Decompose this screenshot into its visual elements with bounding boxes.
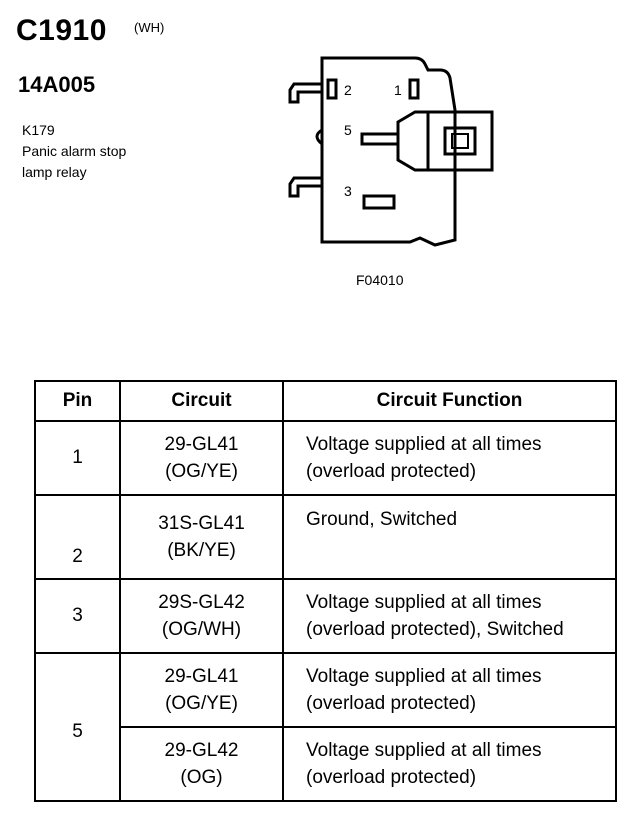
connector-key: [396, 110, 494, 172]
function-line: (overload protected): [306, 767, 477, 788]
circuit-code: 29S-GL42: [158, 592, 245, 613]
table-row: 5 29-GL41 (OG/YE) Voltage supplied at al…: [34, 652, 617, 802]
circuit-code: 31S-GL41: [158, 513, 245, 534]
circuit-code: 29-GL41: [164, 666, 239, 687]
wire-color: (OG/YE): [165, 693, 238, 714]
pin-5-label: 5: [344, 122, 352, 138]
function-cell: Voltage supplied at all times (overload …: [282, 652, 617, 728]
circuit-code: 29-GL41: [164, 434, 239, 455]
pin-2-terminal: [326, 78, 338, 100]
connector-face-diagram: 2 1 5 3: [288, 56, 494, 247]
function-line: (overload protected), Switched: [306, 619, 564, 640]
pin-cell: 3: [34, 578, 121, 654]
pin-cell: 5: [34, 652, 121, 802]
table-row: 1 29-GL41 (OG/YE) Voltage supplied at al…: [34, 420, 617, 496]
latch-tab-top: [288, 82, 322, 104]
connector-housing-outline: [320, 56, 457, 247]
pin-1-label: 1: [394, 82, 402, 98]
function-cell: Voltage supplied at all times (overload …: [282, 420, 617, 496]
connector-color-code: (WH): [134, 20, 165, 35]
pin-table: Pin Circuit Circuit Function 1 29-GL41 (…: [34, 380, 617, 802]
circuit-cell: 29S-GL42 (OG/WH): [119, 578, 284, 654]
table-header-row: Pin Circuit Circuit Function: [34, 380, 617, 422]
wire-color: (OG/YE): [165, 461, 238, 482]
key-window: [443, 126, 477, 156]
function-line: Voltage supplied at all times: [306, 666, 542, 687]
function-line: Voltage supplied at all times: [306, 740, 542, 761]
pin-2-label: 2: [344, 82, 352, 98]
function-cell: Ground, Switched: [282, 494, 617, 580]
component-name-line-1: Panic alarm stop: [22, 143, 127, 159]
pin-5-terminal: [360, 132, 400, 146]
component-name-line-2: lamp relay: [22, 164, 87, 180]
function-cell: Voltage supplied at all times (overload …: [282, 726, 617, 802]
housing-notch: [315, 128, 323, 146]
circuit-cell: 29-GL41 (OG/YE): [119, 652, 284, 728]
circuit-cell: 31S-GL41 (BK/YE): [119, 494, 284, 580]
function-line: (overload protected): [306, 693, 477, 714]
header-circuit: Circuit: [119, 380, 284, 422]
header-circuit-function: Circuit Function: [282, 380, 617, 422]
pin-1-terminal: [408, 78, 420, 100]
figure-id: F04010: [356, 272, 404, 288]
circuit-cell: 29-GL42 (OG): [119, 726, 284, 802]
pin-3-terminal: [362, 194, 396, 210]
header-pin: Pin: [34, 380, 121, 422]
component-id: K179: [22, 122, 55, 138]
pin-3-label: 3: [344, 183, 352, 199]
table-row: 3 29S-GL42 (OG/WH) Voltage supplied at a…: [34, 578, 617, 654]
wire-color: (OG): [180, 767, 223, 788]
function-line: (overload protected): [306, 461, 477, 482]
latch-tab-bottom: [288, 176, 322, 198]
function-line: Voltage supplied at all times: [306, 592, 542, 613]
pin-cell: 1: [34, 420, 121, 496]
part-number: 14A005: [18, 72, 96, 97]
table-row: 29-GL42 (OG) Voltage supplied at all tim…: [35, 726, 617, 802]
circuit-code: 29-GL42: [164, 740, 239, 761]
function-line: Ground, Switched: [306, 509, 458, 530]
circuit-cell: 29-GL41 (OG/YE): [119, 420, 284, 496]
connector-id: C1910: [16, 14, 107, 47]
pin-cell: 2: [34, 494, 121, 580]
wire-color: (OG/WH): [161, 619, 242, 640]
function-cell: Voltage supplied at all times (overload …: [282, 578, 617, 654]
function-line: Voltage supplied at all times: [306, 434, 542, 455]
wire-color: (BK/YE): [167, 540, 236, 561]
table-row: 2 31S-GL41 (BK/YE) Ground, Switched: [34, 494, 617, 580]
